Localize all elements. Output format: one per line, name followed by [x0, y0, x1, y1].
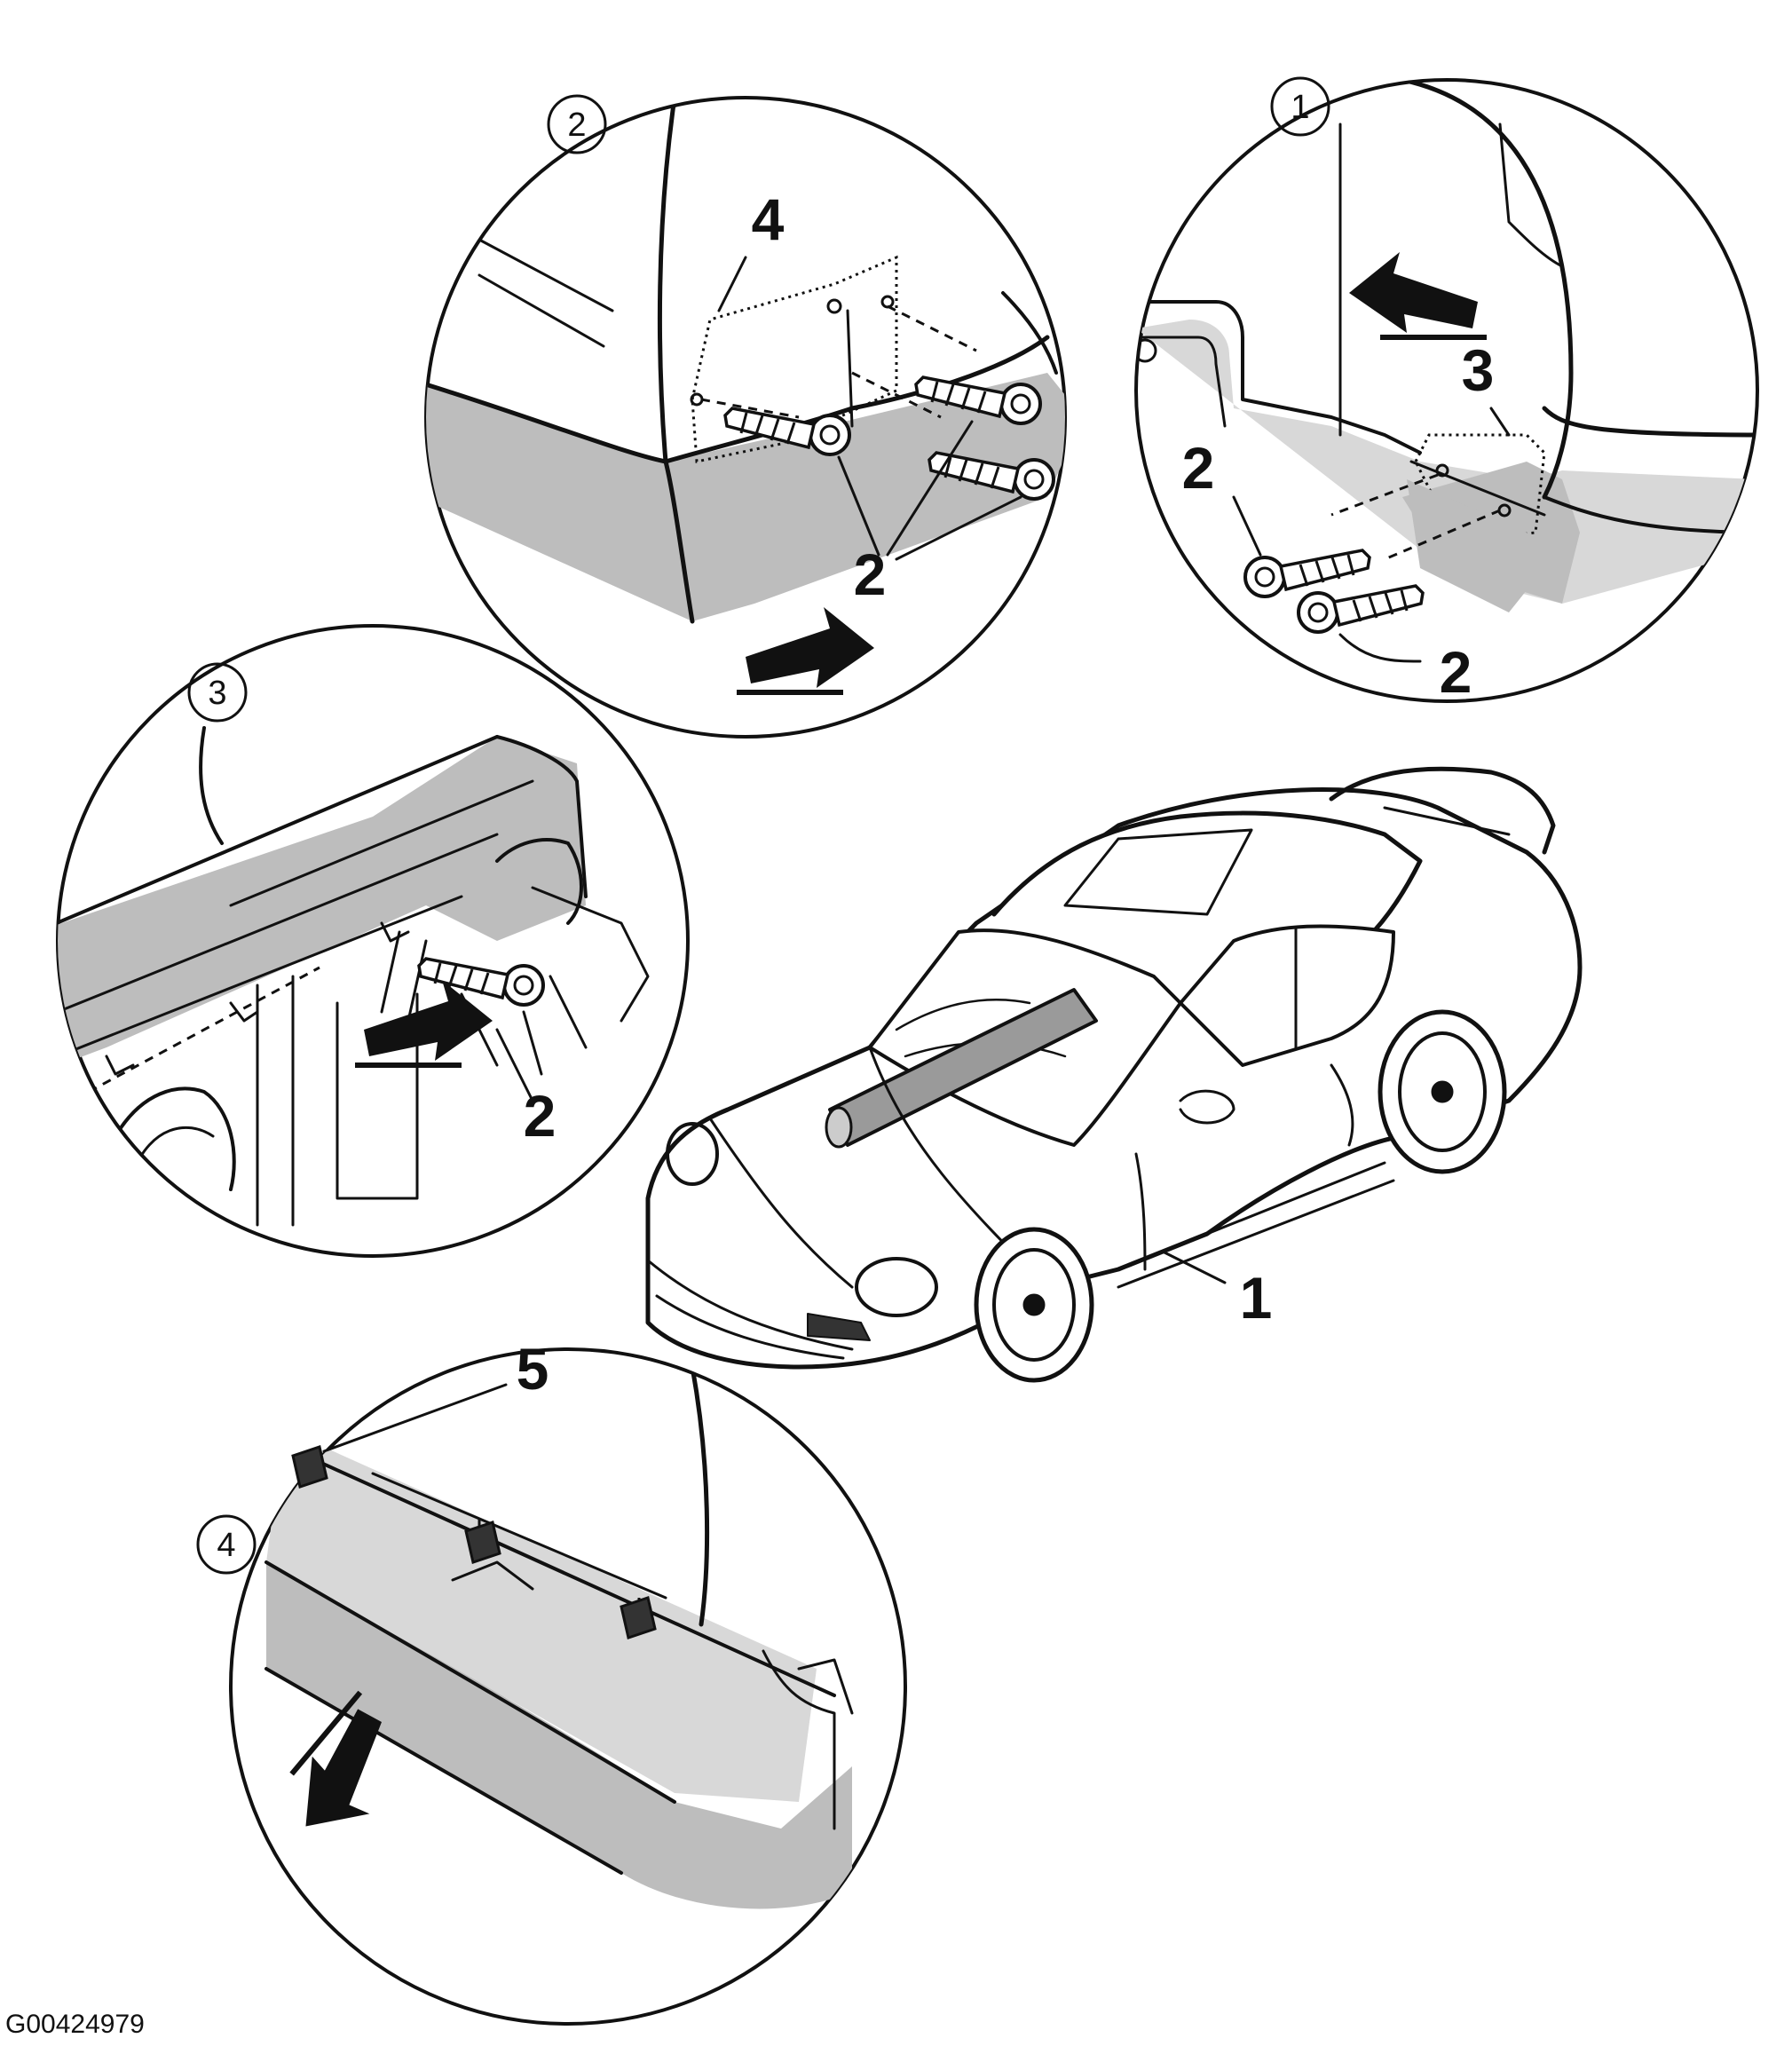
arrow-icon: [1349, 252, 1487, 337]
detail-view-3: 3 2: [56, 624, 690, 1258]
detail-number-4: 4: [217, 1527, 235, 1564]
callout-part-3: 3: [1462, 337, 1495, 403]
detail-number-3: 3: [208, 675, 226, 712]
callout-part-1: 1: [1240, 1265, 1273, 1331]
detail-number-1: 1: [1291, 89, 1309, 126]
callout-screw-2: 2: [524, 1083, 557, 1149]
arrow-icon: [737, 607, 874, 692]
detail-view-1: 1 3 2 2: [1134, 76, 1759, 705]
callout-part-4: 4: [752, 186, 785, 252]
detail-view-4: 4 5: [196, 1336, 907, 2026]
screw-icon: [417, 957, 545, 1007]
figure-code: G00424979: [5, 2010, 145, 2039]
callout-screw-2: 2: [1182, 435, 1215, 501]
callout-screw-2: 2: [1440, 639, 1472, 705]
detail-number-2: 2: [567, 107, 586, 144]
clip-icon: [291, 1445, 657, 1639]
car-illustration: [645, 766, 1583, 1383]
screw-icon: [1243, 549, 1371, 598]
callout-clip-5: 5: [517, 1336, 549, 1402]
detail-view-2: 2 4 2: [424, 94, 1067, 739]
screw-icon: [1297, 584, 1425, 634]
callout-screw-2: 2: [854, 541, 887, 607]
arrow-icon: [355, 980, 493, 1065]
